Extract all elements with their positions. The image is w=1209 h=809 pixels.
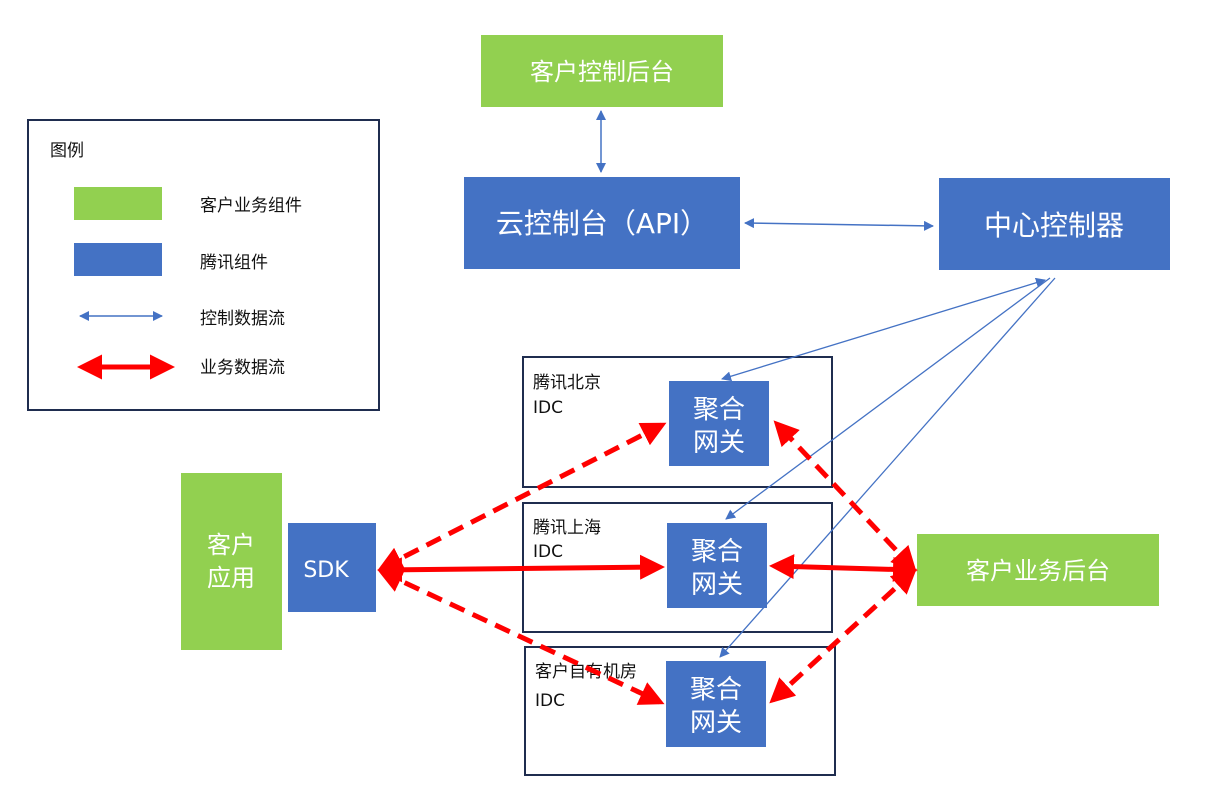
idc-sub: IDC — [535, 691, 565, 711]
customer-console-node — [481, 35, 723, 107]
gateway-shanghai — [667, 523, 767, 608]
business-arrow — [377, 422, 667, 571]
idc-name: 客户自有机房 — [535, 662, 637, 682]
gateway-customer-idc — [666, 661, 766, 747]
customer-backend-node — [917, 534, 1159, 606]
business-arrow — [773, 420, 917, 572]
gateway-label: 网关 — [693, 428, 745, 458]
customer-app-label: 应用 — [207, 564, 255, 592]
legend-title: 图例 — [50, 141, 84, 161]
control-arrow — [744, 218, 934, 231]
gateway-label: 网关 — [691, 570, 743, 600]
customer-console-label: 客户控制后台 — [530, 58, 674, 86]
idc-name: IDC — [533, 542, 563, 562]
legend-label: 业务数据流 — [200, 358, 285, 378]
legend-label: 客户业务组件 — [200, 196, 302, 216]
sdk-node — [288, 523, 376, 612]
gateway-label: 网关 — [690, 708, 742, 738]
central-controller-node — [939, 178, 1170, 270]
customer-app-node — [181, 473, 282, 650]
idc-name: 腾讯北京 — [533, 373, 601, 393]
gateway-beijing — [669, 381, 769, 466]
control-arrow — [721, 277, 1046, 382]
business-arrow — [377, 569, 665, 705]
legend: 图例 客户业务组件 腾讯组件 控制数据流 业务数据流 — [27, 119, 380, 411]
gateway-label: 聚合 — [693, 395, 745, 425]
sdk-label: SDK — [303, 558, 349, 583]
legend-green-swatch — [74, 187, 162, 220]
legend-label: 腾讯组件 — [200, 253, 268, 273]
business-arrow — [769, 568, 917, 704]
legend-blue-swatch — [74, 243, 162, 276]
cloud-console-node — [464, 177, 740, 269]
central-controller-label: 中心控制器 — [984, 209, 1124, 242]
business-flows — [377, 420, 918, 705]
idc-sub: IDC — [533, 398, 563, 418]
business-arrow — [377, 554, 665, 583]
legend-label: 控制数据流 — [200, 309, 285, 329]
gateway-label: 聚合 — [690, 675, 742, 705]
cloud-console-label: 云控制台（API） — [496, 207, 708, 240]
idc-name: 腾讯上海 — [533, 518, 601, 538]
customer-app-label: 客户 — [207, 531, 255, 559]
customer-backend-label: 客户业务后台 — [966, 557, 1110, 585]
gateway-label: 聚合 — [691, 537, 743, 567]
